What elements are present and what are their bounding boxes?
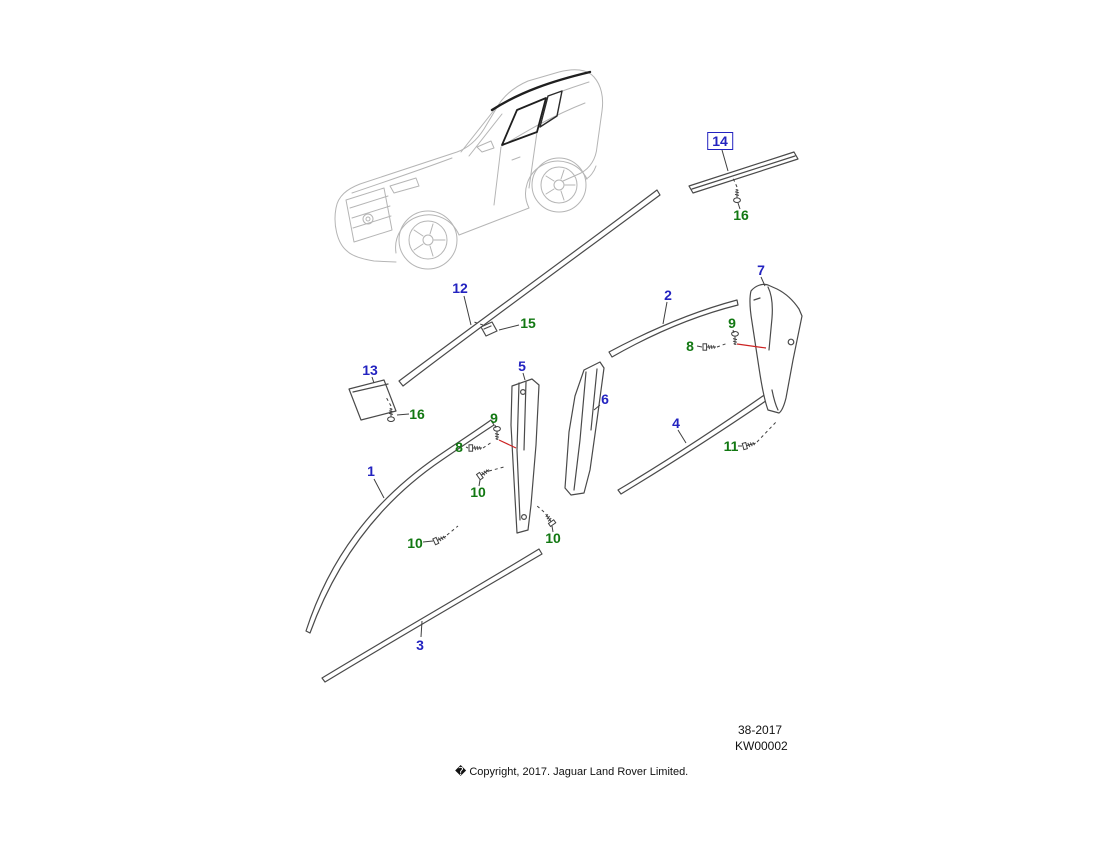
callout-7[interactable]: 7 [757,262,765,278]
car-hood-crease [351,157,453,194]
fastener-screw-9-mid [493,426,501,441]
callout-16-top[interactable]: 16 [733,207,749,223]
part-shape-2-rear-window-moulding [608,299,739,358]
fastener-bolt-11 [741,439,757,451]
callout-3[interactable]: 3 [416,637,424,653]
callout-6[interactable]: 6 [601,391,609,407]
fastener-bolt-8-mid [468,444,483,452]
part-shape-7-c-pillar-applique [749,283,803,414]
car-grille [345,187,393,243]
callout-4[interactable]: 4 [672,415,680,431]
part-shape-3-lower-door-moulding [321,548,543,683]
car-front-window-trim-highlight [501,97,547,146]
callout-9-right[interactable]: 9 [728,315,736,331]
callout-1[interactable]: 1 [367,463,375,479]
fastener-bolt-10-left [432,532,448,546]
part-shape-4-rear-lower-moulding [617,390,774,495]
car-headlight [389,177,420,194]
car-mirror [476,140,495,153]
callout-10-upper[interactable]: 10 [470,484,486,500]
copyright-notice: � Copyright, 2017. Jaguar Land Rover Lim… [455,766,689,778]
callout-10-left[interactable]: 10 [407,535,423,551]
leader-lines-solid [371,149,766,638]
figure-reference: 38-2017 [738,723,783,737]
car-badge [362,213,374,225]
callout-16-left[interactable]: 16 [409,406,425,422]
leader-lines-red [498,343,767,449]
callout-8-right[interactable]: 8 [686,338,694,354]
callout-13[interactable]: 13 [362,362,378,378]
callout-10-lower[interactable]: 10 [545,530,561,546]
car-windshield [460,108,503,157]
car-rear-window-line [559,81,590,93]
exploded-parts [305,151,803,683]
car-roof-rail-highlight [490,70,592,112]
callout-9-mid[interactable]: 9 [490,410,498,426]
vehicle-illustration [334,69,604,270]
fastener-screw-16-top [733,188,741,203]
part-shape-14-rear-roof-moulding [688,151,799,194]
callout-11[interactable]: 11 [723,438,739,454]
car-door-lines [493,131,538,206]
fastener-bolt-10-upper [476,466,492,481]
callout-12[interactable]: 12 [452,280,468,296]
car-rear-wheel [531,157,587,213]
part-shape-1-front-window-moulding [305,419,495,634]
fastener-bolt-8-right [702,343,717,351]
car-front-wheel [398,210,458,270]
part-shape-15-clip [480,321,498,337]
fastener-bolt-10-lower [542,511,557,527]
car-body-outline [334,69,604,252]
callout-8-mid[interactable]: 8 [455,439,463,455]
part-shape-13-corner-finisher [348,379,397,421]
car-lower-body [346,160,597,263]
callout-2[interactable]: 2 [664,287,672,303]
car-quarter-window-trim-highlight [539,90,563,128]
callout-14[interactable]: 14 [707,132,733,150]
part-shape-12-roof-moulding [398,189,661,387]
callout-15[interactable]: 15 [520,315,536,331]
part-shape-6-b-pillar-applique-rear [564,361,605,496]
part-shape-5-b-pillar-applique [510,378,540,534]
fastener-screw-9-right [731,331,739,346]
callout-5[interactable]: 5 [518,358,526,374]
figure-code: KW00002 [735,739,788,753]
leader-lines-dashed [385,177,778,536]
